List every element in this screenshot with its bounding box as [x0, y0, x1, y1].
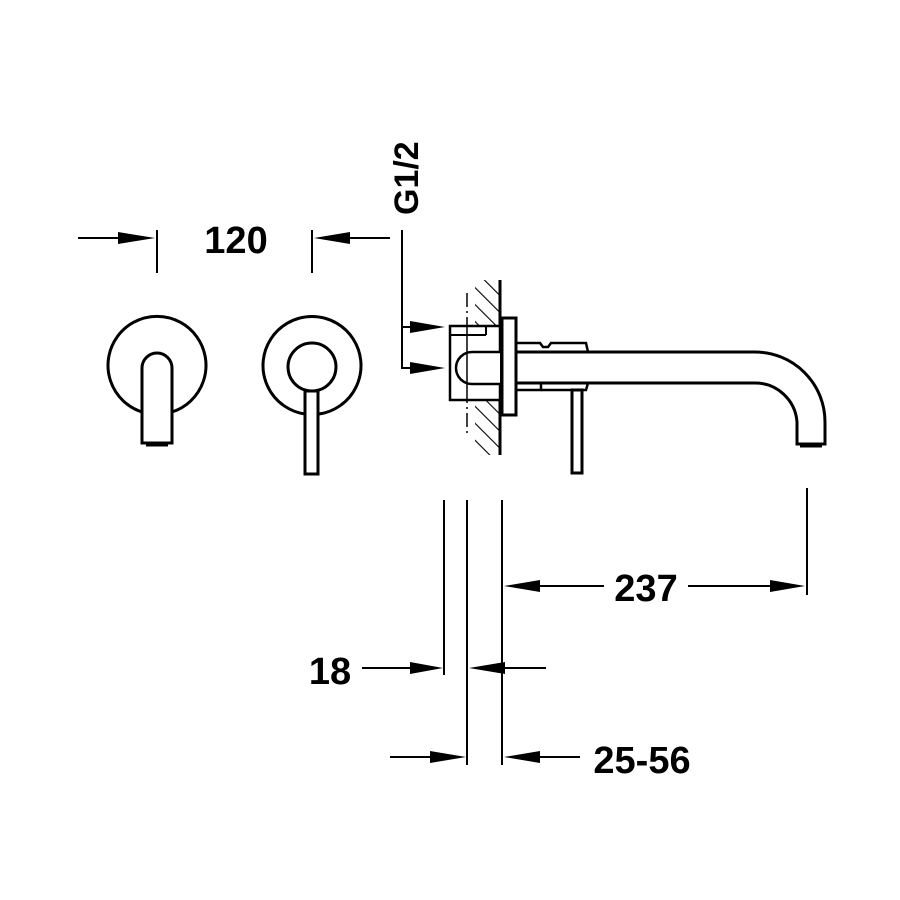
dimension-18: 18: [309, 651, 546, 693]
arrow-left-icon: [504, 751, 540, 763]
extension-lines: [443, 488, 808, 765]
arrow-left-icon: [314, 232, 350, 244]
front-view-spout: [106, 314, 208, 447]
arrow-right-icon: [410, 362, 445, 374]
dimension-label-237: 237: [614, 568, 677, 610]
dimension-120: 120: [78, 220, 390, 273]
dimension-label-18: 18: [309, 651, 351, 693]
arrow-right-icon: [118, 232, 155, 244]
arrow-right-icon: [770, 580, 805, 592]
dimension-g12: G1/2: [388, 141, 445, 374]
front-view-lever: [261, 315, 363, 476]
side-section: [448, 280, 827, 475]
arrow-right-icon: [410, 662, 443, 674]
dimension-label-120: 120: [204, 220, 267, 262]
dimension-237: 237: [504, 568, 805, 610]
arrow-right-icon: [430, 751, 466, 763]
dimension-label-25-56: 25-56: [593, 740, 690, 782]
arrow-right-icon: [410, 321, 445, 333]
arrow-left-icon: [504, 580, 540, 592]
dimension-25-56: 25-56: [390, 740, 691, 782]
arrow-left-icon: [469, 662, 505, 674]
dimension-label-g12: G1/2: [388, 141, 426, 215]
